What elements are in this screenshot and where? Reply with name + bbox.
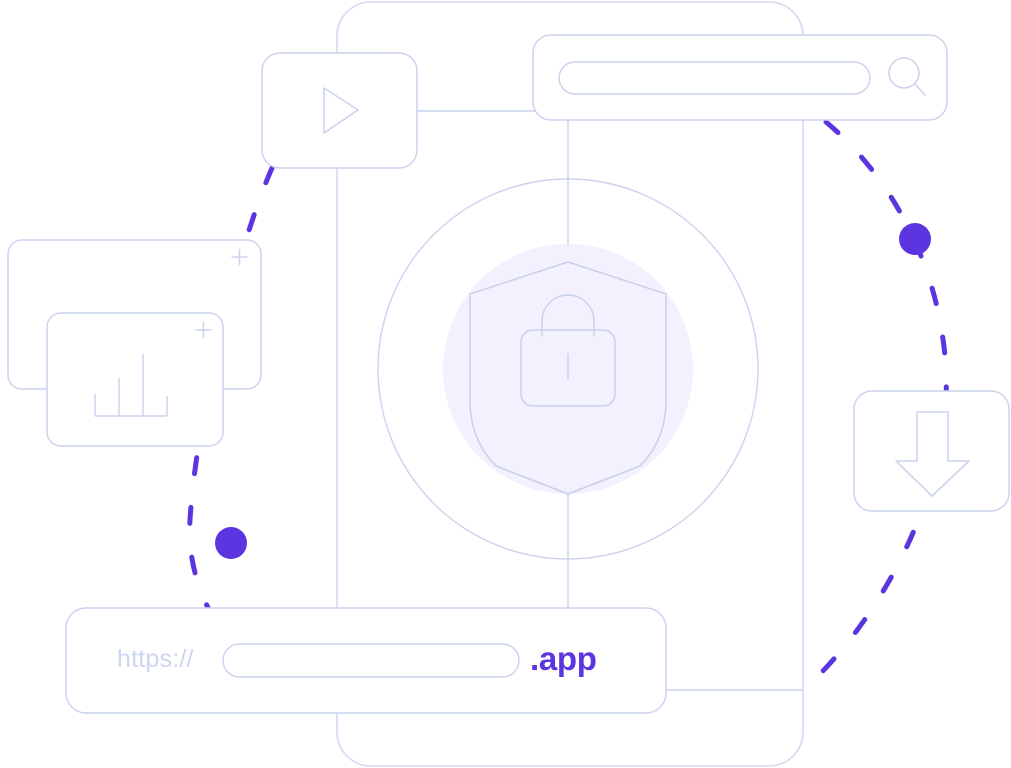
search-input[interactable] xyxy=(558,61,871,95)
dashed-path-right xyxy=(819,119,949,675)
bar-chart xyxy=(94,354,168,417)
search-bar-card[interactable] xyxy=(532,34,948,121)
domain-name-input[interactable] xyxy=(222,643,520,678)
browser-window-front-chart[interactable] xyxy=(46,312,224,447)
video-play-card[interactable] xyxy=(261,52,418,169)
outer-circle-outline xyxy=(377,178,759,560)
dashed-path-left-dot xyxy=(215,527,247,559)
search-magnifier-lens xyxy=(888,57,920,89)
security-shield-icon xyxy=(469,261,667,495)
url-bar-card[interactable] xyxy=(65,607,667,714)
search-magnifier-handle xyxy=(914,83,926,96)
padlock-body-icon xyxy=(520,329,616,407)
connector-lines xyxy=(412,110,803,691)
download-card[interactable] xyxy=(853,390,1010,512)
dashed-accent-paths xyxy=(187,119,949,693)
plus-icon[interactable] xyxy=(195,321,212,339)
search-magnifier-icon[interactable] xyxy=(888,57,926,96)
plus-icon[interactable] xyxy=(231,248,248,266)
download-arrow-icon[interactable] xyxy=(895,411,970,497)
dashed-path-right-dot xyxy=(899,223,931,255)
download-card-surface[interactable] xyxy=(853,390,1010,512)
video-play-card-surface[interactable] xyxy=(261,52,418,169)
padlock-shackle-icon xyxy=(541,294,595,337)
play-triangle-icon[interactable] xyxy=(323,87,359,134)
center-security-graphic xyxy=(377,56,759,700)
browser-window-front-surface[interactable] xyxy=(46,312,224,447)
